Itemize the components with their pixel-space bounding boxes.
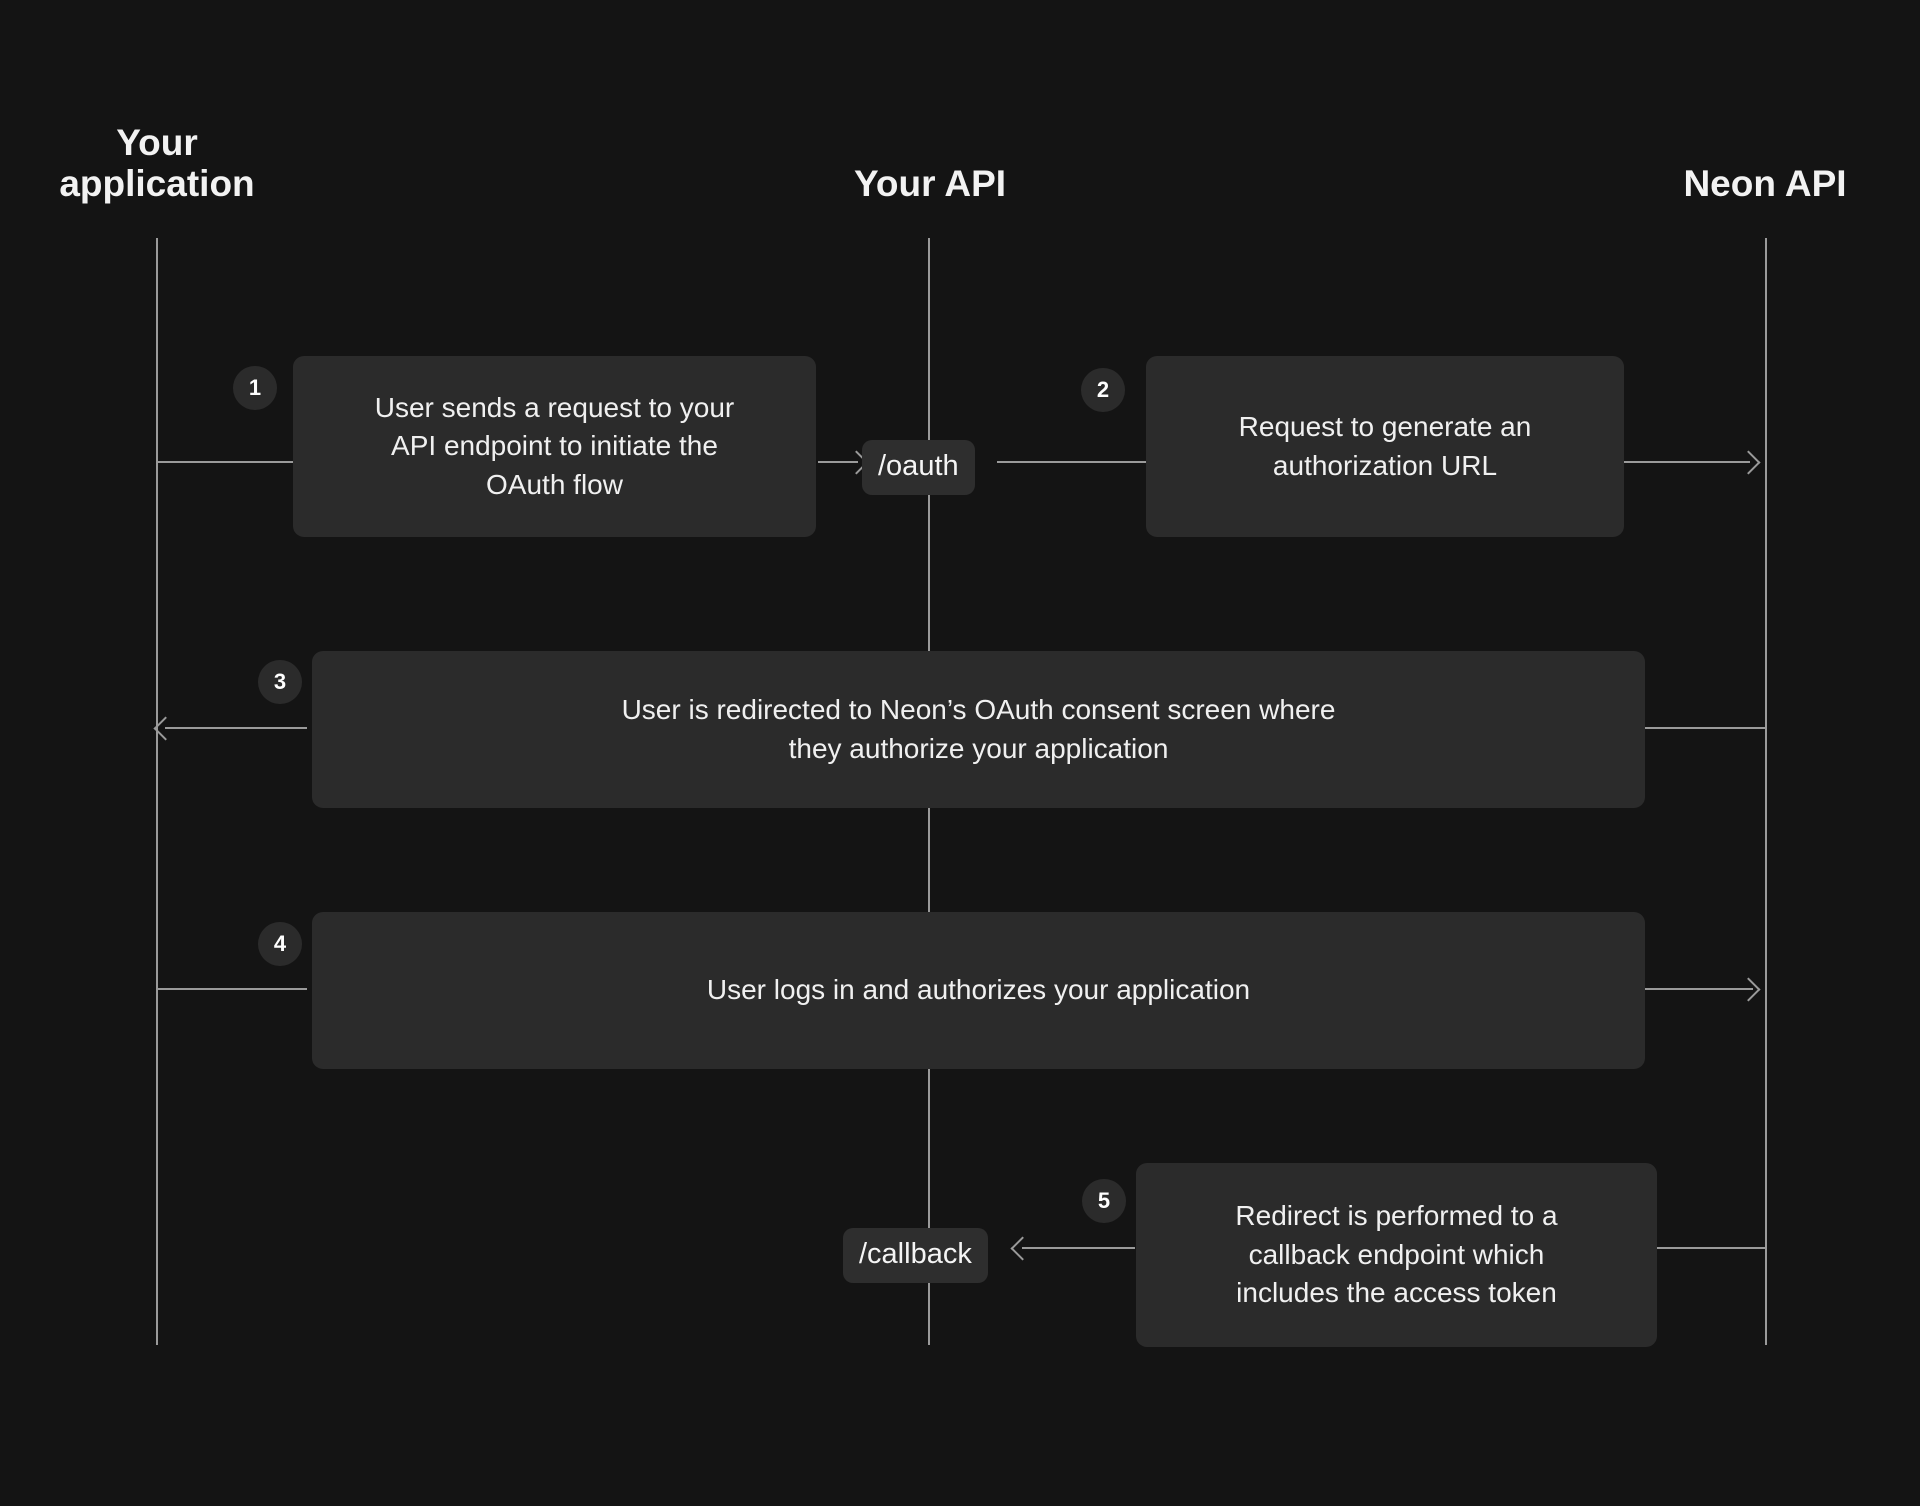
step-note-5: Redirect is performed to a callback endp…: [1136, 1163, 1657, 1347]
arrowhead-step-5-left: [1010, 1236, 1035, 1261]
step-note-4: User logs in and authorizes your applica…: [312, 912, 1645, 1069]
step-note-3: User is redirected to Neon’s OAuth conse…: [312, 651, 1645, 808]
participant-label-your-api: Your API: [853, 163, 1007, 204]
step-badge-1: 1: [233, 366, 277, 410]
step-note-2: Request to generate an authorization URL: [1146, 356, 1624, 537]
connector-step-1-right: [997, 461, 1147, 463]
connector-step-4-right: [1645, 988, 1753, 990]
connector-step-3-left: [165, 727, 307, 729]
step-badge-4: 4: [258, 922, 302, 966]
participant-label-your-application: Your application: [59, 122, 255, 205]
arrowhead-step-2-right: [1736, 450, 1761, 475]
lifeline-your-application: [156, 238, 158, 1345]
connector-step-5-right: [1657, 1247, 1767, 1249]
connector-step-3-right: [1645, 727, 1767, 729]
step-badge-2: 2: [1081, 368, 1125, 412]
arrowhead-step-4-right: [1736, 977, 1761, 1002]
participant-label-neon-api: Neon API: [1683, 163, 1847, 204]
step-note-1: User sends a request to your API endpoin…: [293, 356, 816, 537]
connector-step-2: [1624, 461, 1750, 463]
connector-step-1-mid: [818, 461, 858, 463]
connector-step-5-left: [1022, 1247, 1135, 1249]
endpoint-pill-oauth: /oauth: [862, 440, 975, 495]
connector-step-4-left: [156, 988, 307, 990]
endpoint-pill-callback: /callback: [843, 1228, 988, 1283]
lifeline-neon-api: [1765, 238, 1767, 1345]
connector-step-1-left: [156, 461, 296, 463]
step-badge-3: 3: [258, 660, 302, 704]
step-badge-5: 5: [1082, 1179, 1126, 1223]
